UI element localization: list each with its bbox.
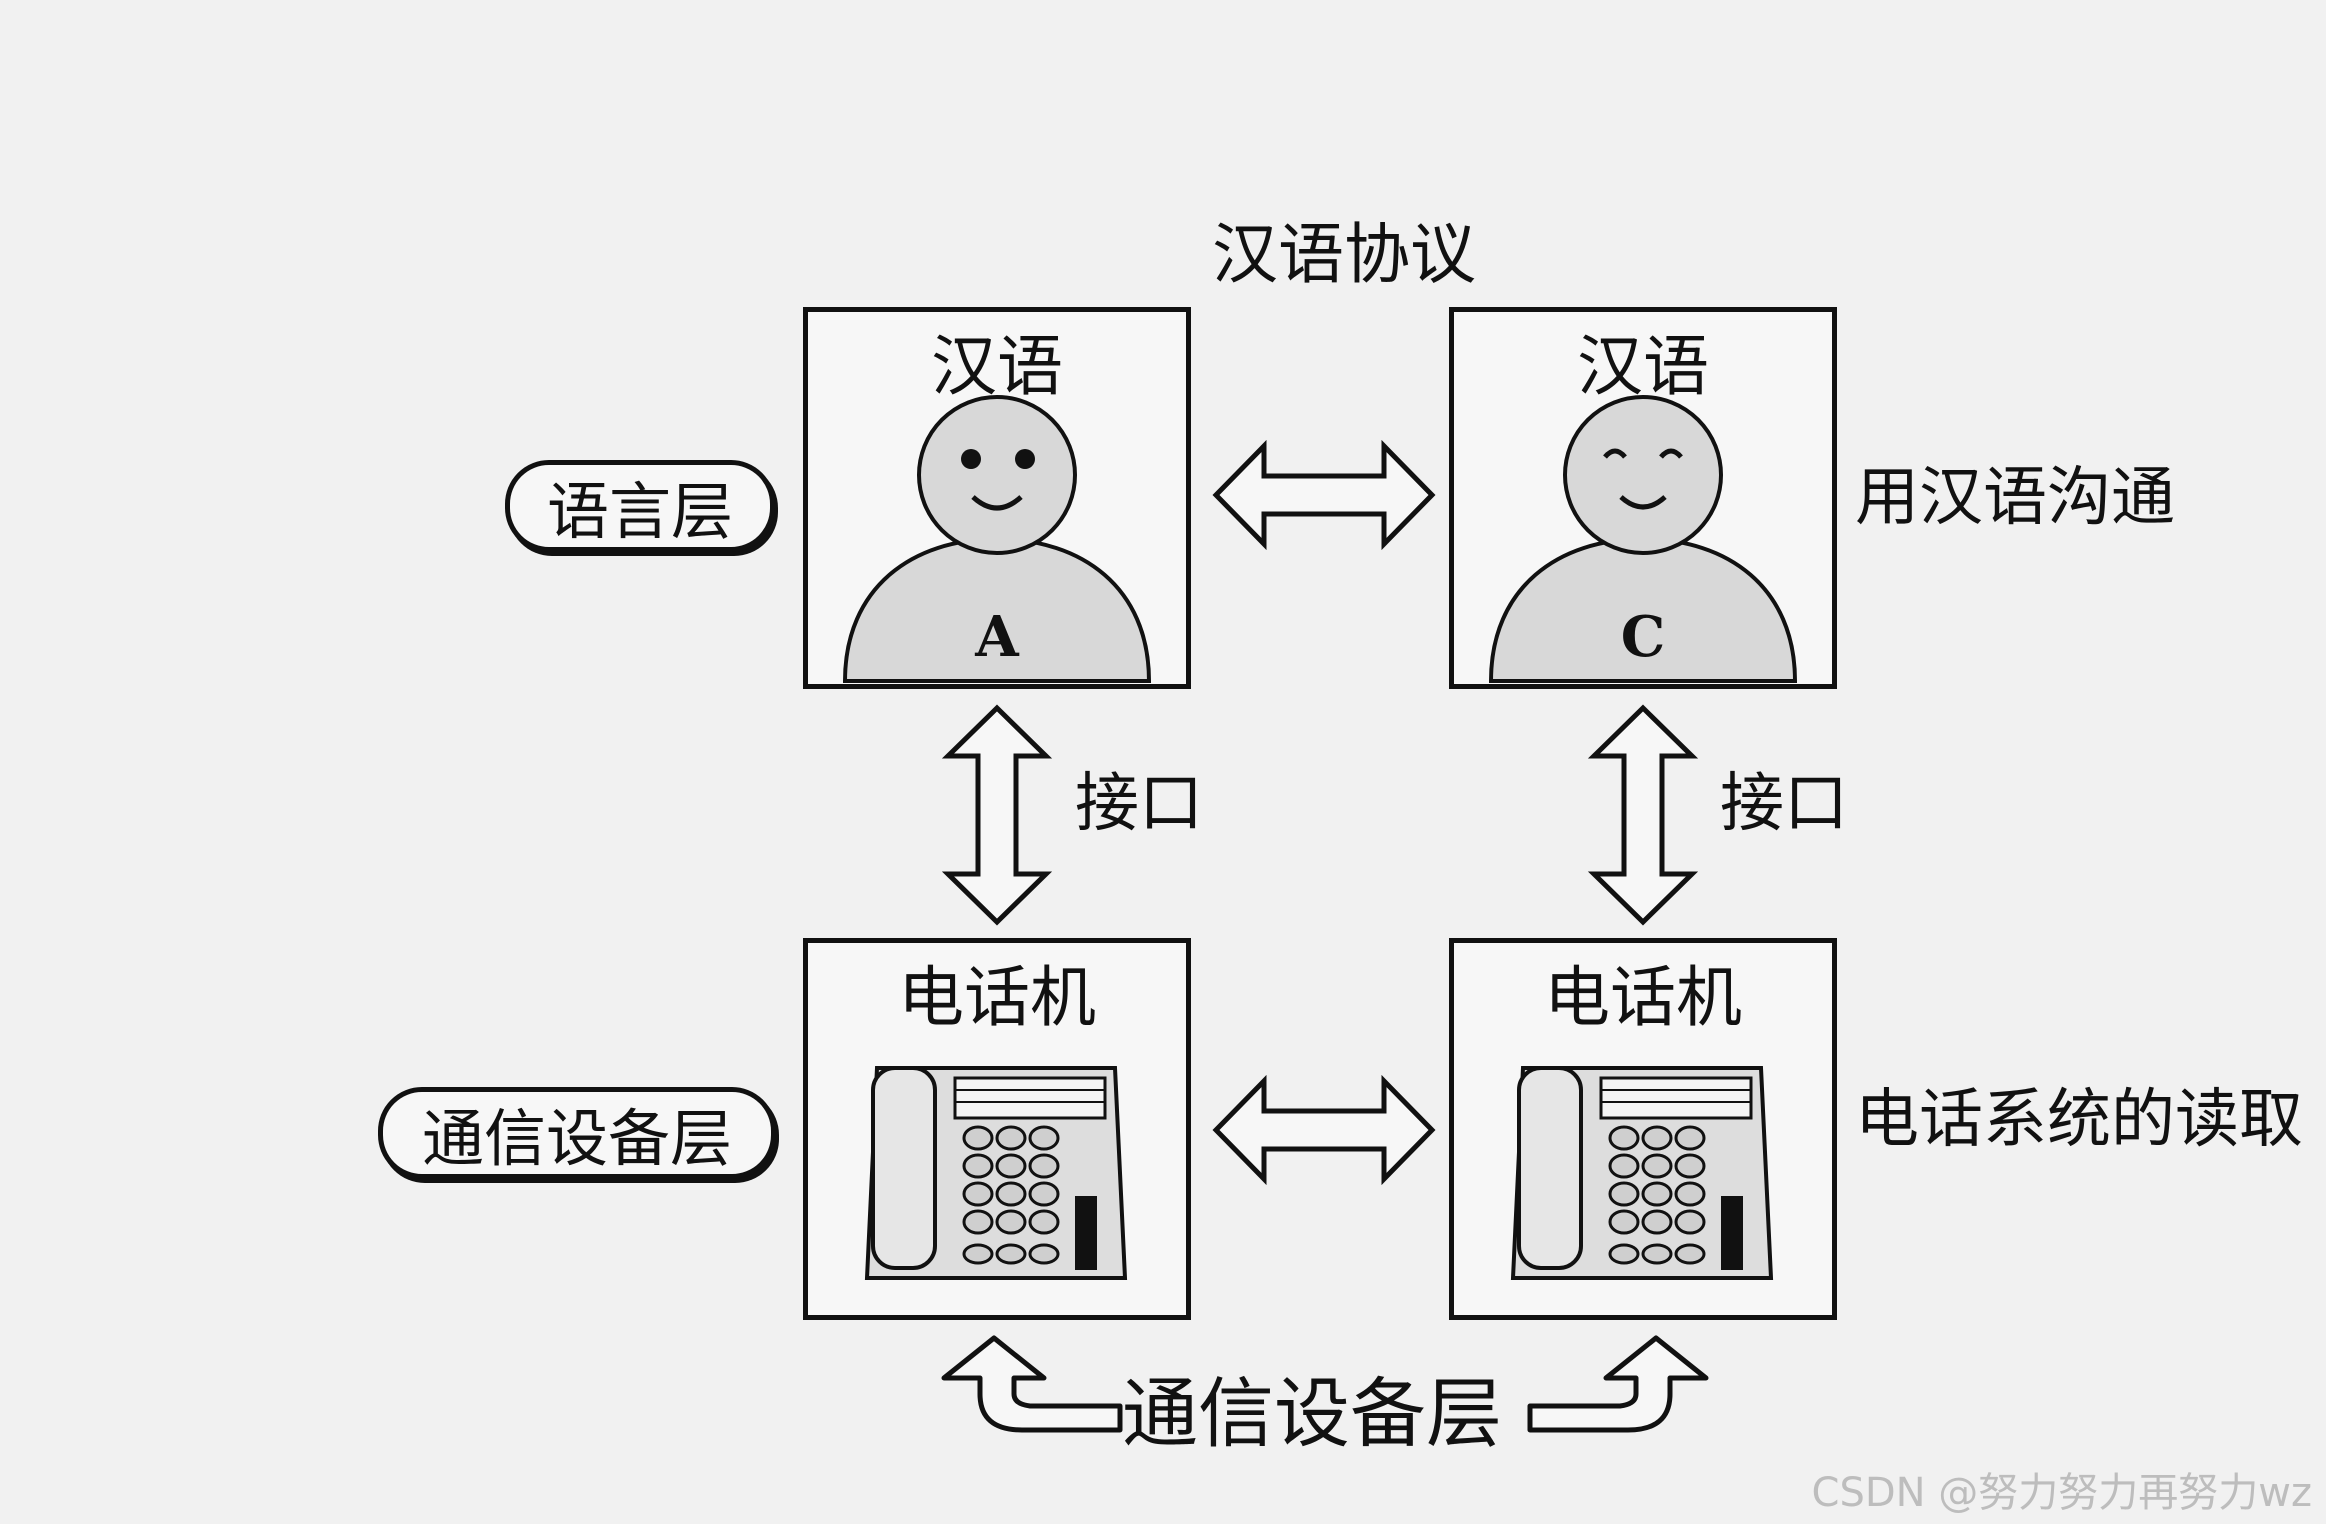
watermark: CSDN @努力努力再努力wz	[1811, 1470, 2312, 1516]
double-arrow-horizontal-bottom	[1212, 1074, 1436, 1186]
interface-label-right: 接口	[1720, 767, 1848, 841]
person-a-icon	[842, 395, 1152, 683]
interface-label-left: 接口	[1075, 767, 1203, 841]
person-a-letter: A	[975, 604, 1019, 670]
right-label-bottom: 电话系统的读取	[1855, 1083, 2303, 1157]
person-c-letter: C	[1620, 604, 1666, 670]
double-arrow-horizontal-top	[1212, 439, 1436, 551]
communication-layer-pill: 通信设备层	[378, 1087, 776, 1179]
communication-layer-bottom-label: 通信设备层	[1122, 1369, 1502, 1458]
communication-layer-label: 通信设备层	[421, 1102, 732, 1175]
box-language-a: 汉语 A	[803, 307, 1191, 689]
double-arrow-vertical-right	[1587, 704, 1699, 926]
bent-arrow-left	[941, 1335, 1123, 1433]
box-language-c: 汉语 C	[1449, 307, 1837, 689]
right-label-top: 用汉语沟通	[1855, 461, 2175, 535]
telephone-icon	[1510, 1066, 1774, 1280]
box-phone-right: 电话机	[1449, 938, 1837, 1320]
box-title: 汉语	[1577, 328, 1709, 405]
box-phone-left: 电话机	[803, 938, 1191, 1320]
language-layer-pill: 语言层	[505, 460, 775, 552]
person-c-icon	[1488, 395, 1798, 683]
box-title: 电话机	[898, 959, 1096, 1036]
bent-arrow-right	[1527, 1335, 1709, 1433]
box-title: 汉语	[931, 328, 1063, 405]
protocol-label: 汉语协议	[1212, 216, 1476, 293]
language-layer-label: 语言层	[546, 475, 733, 548]
telephone-icon	[864, 1066, 1128, 1280]
double-arrow-vertical-left	[941, 704, 1053, 926]
box-title: 电话机	[1544, 959, 1742, 1036]
